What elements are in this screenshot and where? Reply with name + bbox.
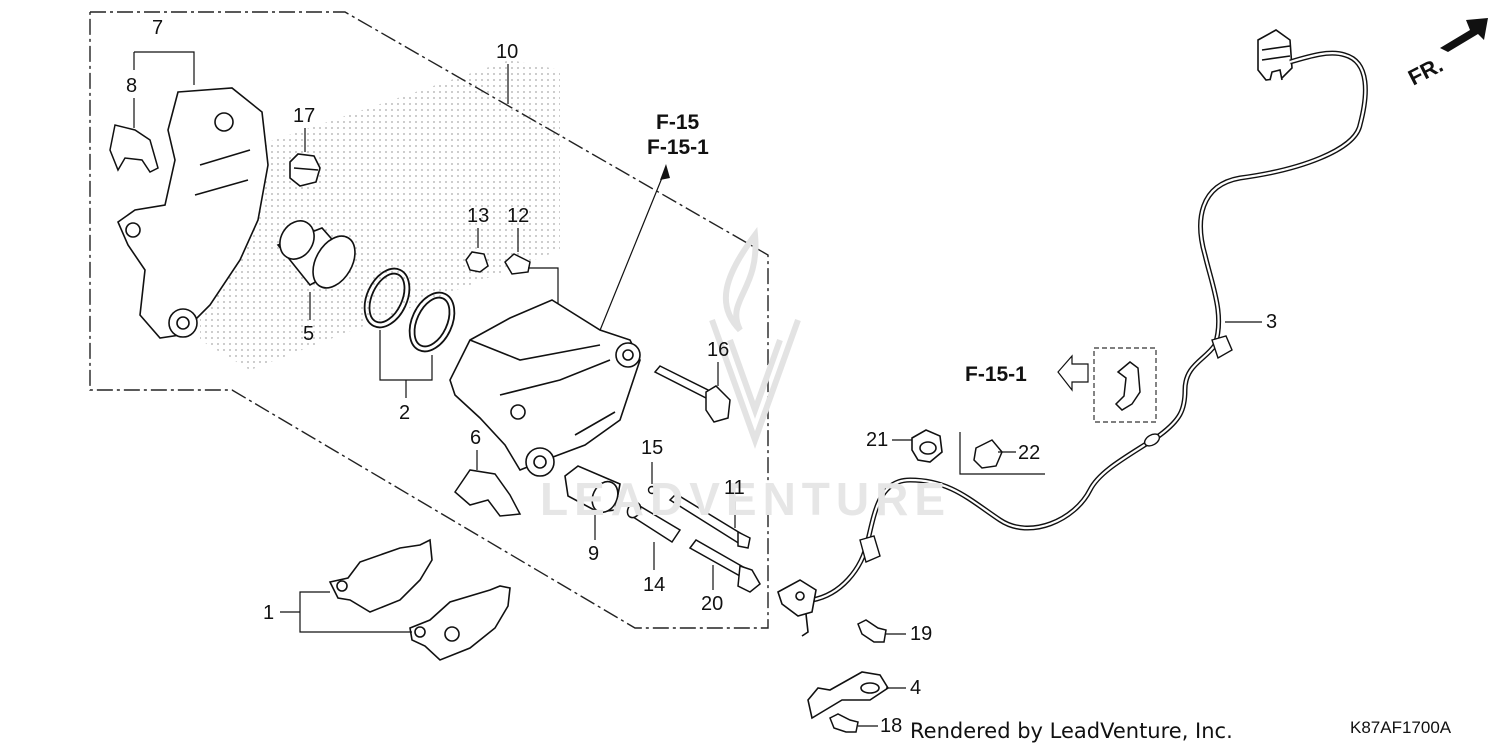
ref-arrowhead — [660, 164, 670, 180]
stay-bolt — [829, 713, 859, 733]
sensor-bolt — [857, 619, 887, 643]
callout-15: 15 — [641, 437, 664, 459]
callout-9: 9 — [588, 543, 600, 565]
sensor-stay — [807, 671, 890, 720]
callout-7: 7 — [152, 17, 164, 39]
exploded-view-shading — [200, 60, 560, 370]
callout-21: 21 — [866, 429, 889, 451]
callout-3: 3 — [1266, 311, 1278, 333]
callout-17: 17 — [293, 105, 316, 127]
boot — [564, 465, 621, 514]
callout-11: 11 — [724, 477, 745, 499]
callout-4: 4 — [910, 677, 922, 699]
watermark-logo — [709, 226, 801, 449]
sleeve — [626, 501, 682, 544]
sensor-connector — [1257, 29, 1293, 81]
bleeder-screw — [465, 251, 489, 273]
leader-2 — [379, 330, 433, 381]
callout-22: 22 — [1018, 442, 1041, 464]
o-ring — [647, 485, 657, 495]
sensor-head — [777, 579, 817, 637]
ref-arrow — [1057, 354, 1089, 392]
watermark-text: LEADVENTURE — [540, 473, 952, 525]
ref-label-f15: F-15 — [656, 111, 700, 134]
ref-label-f15-1-side: F-15-1 — [965, 363, 1027, 386]
callout-19: 19 — [910, 623, 933, 645]
callout-2: 2 — [399, 402, 411, 424]
ref-detail-clip — [1114, 361, 1141, 411]
callout-18: 18 — [880, 715, 903, 737]
assembly-boundary — [89, 11, 769, 629]
retainer-clip — [109, 124, 159, 173]
bleeder-cap — [289, 153, 321, 187]
pin-plug — [504, 253, 531, 275]
piston — [276, 220, 356, 289]
credit-text: Rendered by LeadVenture, Inc. — [910, 719, 1233, 743]
callout-13: 13 — [467, 205, 490, 227]
ref-detail-box — [1093, 347, 1157, 423]
callout-16: 16 — [707, 339, 730, 361]
diagram-code: K87AF1700A — [1350, 718, 1452, 737]
ref-label-f15-1-top: F-15-1 — [647, 136, 709, 159]
callout-5: 5 — [303, 323, 315, 345]
cable-grommets — [859, 335, 1233, 563]
caliper-body — [449, 299, 641, 477]
caliper-bolt — [688, 539, 761, 593]
seals — [363, 267, 456, 353]
pin-bolt — [653, 365, 731, 423]
cable-clamp — [911, 429, 943, 463]
brake-pads — [328, 538, 511, 661]
callout-10: 10 — [496, 41, 519, 63]
leader-7 — [134, 51, 195, 85]
sensor-cable-core — [811, 52, 1367, 602]
slide-pin — [668, 493, 751, 549]
pad-spring — [454, 469, 522, 517]
direction-arrow — [1440, 18, 1488, 52]
callout-14: 14 — [643, 574, 666, 596]
callout-6: 6 — [470, 427, 482, 449]
callout-12: 12 — [507, 205, 530, 227]
cable-clip — [973, 439, 1003, 469]
callout-8: 8 — [126, 75, 138, 97]
callout-20: 20 — [701, 593, 724, 615]
caliper-bracket — [117, 87, 269, 339]
callout-1: 1 — [263, 602, 275, 624]
clip-bracket — [959, 432, 1045, 475]
ref-pointer — [591, 167, 667, 351]
